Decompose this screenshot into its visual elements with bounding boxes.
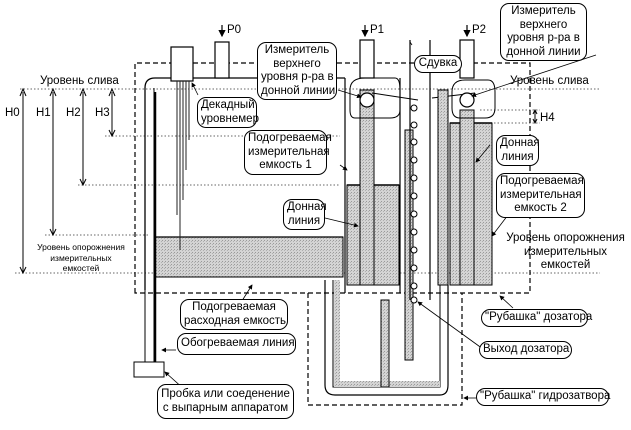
supply-tank-liquid [154, 236, 344, 278]
upper-meter-2-float [459, 92, 475, 108]
callout-dispenser-jacket: "Рубашка" дозатора [481, 309, 592, 327]
dispenser-column [371, 40, 476, 304]
bottom-line-1 [359, 89, 375, 286]
h2-label: H2 [66, 107, 81, 119]
decade-gauge-line-2: уровнемер [201, 112, 259, 125]
h0-label: H0 [5, 107, 20, 119]
h3-label: H3 [95, 107, 110, 119]
h1-label: H1 [36, 107, 51, 119]
heated-tank-2-line-1: Подогреваемая [500, 175, 584, 187]
heated-tank-1-line-2: измерительная [248, 145, 330, 158]
upper-meter-1-line-1: Измеритель [264, 44, 330, 56]
callout-decade-gauge: Декадный уровнемер [197, 97, 259, 128]
leader-lines [161, 41, 597, 401]
supply-tank-line-2: расходная емкость [184, 314, 287, 327]
bottom-line-1-line-1: Донная [287, 201, 327, 213]
empty-level-label-left: Уровень опорожнения измерительных емкост… [26, 242, 136, 274]
callout-heated-measuring-tank-2: Подогреваемая измерительная емкость 2 [496, 173, 585, 218]
p2-nozzle [459, 39, 475, 79]
upper-meter-2-line-1: Измеритель [511, 5, 576, 17]
measuring-tank-1 [344, 39, 414, 361]
callout-seal-jacket: "Рубашка" гидрозатвора [476, 388, 610, 406]
upper-meter-1-line-4: донной линии [261, 84, 336, 97]
heated-tank-1-line-1: Подогреваемая [248, 132, 332, 144]
callout-plug-connection: Пробка или соеденение с выпарным аппарат… [157, 384, 294, 419]
jackets [134, 62, 531, 406]
upper-meter-1-line-3: уровня р-ра в [261, 71, 334, 83]
empty-level-label-right: Уровень опорожнения измерительных емкост… [503, 232, 628, 273]
p1-nozzle [359, 39, 375, 79]
dispenser-jacket-outline [134, 62, 531, 294]
heated-tank-1-line-3: емкость 1 [259, 159, 312, 171]
supply-tank [133, 41, 345, 378]
empty-level-right-line-1: Уровень опорожнения [506, 232, 625, 244]
supply-tank-line-1: Подогреваемая [192, 301, 276, 313]
decade-gauge-line-1: Декадный [201, 99, 255, 111]
upper-meter-1-float [359, 92, 375, 108]
bottom-line-2-line-2: линия [501, 150, 534, 163]
callout-blowoff: Сдувка [414, 55, 462, 73]
decade-gauge-rods [176, 81, 190, 250]
bottom-line-2 [459, 109, 475, 286]
callout-dispenser-outlet: Выход дозатора [479, 341, 572, 359]
bottom-line-1-line-2: линия [287, 214, 321, 227]
p0-label: P0 [227, 24, 241, 36]
heated-tank-2-line-2: измерительная [500, 188, 582, 201]
empty-level-right-line-3: емкостей [540, 259, 591, 271]
callout-heated-measuring-tank-1: Подогреваемая измерительная емкость 1 [244, 130, 332, 175]
drain-level-label-right: Уровень слива [510, 75, 589, 87]
h4-label: H4 [540, 112, 555, 124]
upper-meter-2-line-2: верхнего [519, 18, 568, 31]
decade-gauge-head [170, 46, 194, 82]
upper-meter-2-line-3: уровня р-ра в [507, 32, 580, 44]
empty-level-left-line-1: Уровень опорожнения [37, 242, 125, 252]
plug-line-1: Пробка или соеденение [161, 388, 290, 400]
measuring-tank-2 [437, 39, 496, 286]
p2-label: P2 [472, 24, 486, 36]
plug-line-2: с выпарным аппаратом [162, 401, 289, 414]
p0-nozzle [214, 41, 230, 79]
heated-tank-2-line-3: емкость 2 [514, 202, 567, 214]
callout-upper-meter-2: Измеритель верхнего уровня р-ра в донной… [500, 3, 587, 61]
pressure-arrows [218, 25, 471, 38]
callout-bottom-line-1: Донная линия [283, 199, 327, 230]
callout-bottom-line-2: Донная линия [496, 135, 540, 166]
seal-jacket-outline [307, 293, 463, 406]
callout-heated-line: Обогреваемая линия [177, 333, 296, 355]
dispenser-drops [410, 104, 418, 304]
empty-level-left-line-3: емкостей [62, 263, 100, 273]
callout-heated-supply-tank: Подогреваемая расходная емкость [180, 299, 288, 330]
plug-box [133, 361, 165, 378]
upper-meter-2-line-4: донной линии [506, 45, 581, 58]
empty-level-left-line-2: измерительных [50, 252, 112, 263]
hydraulic-seal [324, 280, 449, 396]
empty-level-right-line-2: измерительных [523, 245, 608, 258]
upper-meter-1-line-2: верхнего [273, 57, 321, 70]
callout-upper-meter-1: Измеритель верхнего уровня р-ра в донной… [257, 42, 337, 100]
dimension-arrows [19, 87, 538, 275]
bottom-line-2-line-1: Донная [500, 137, 540, 149]
drain-level-label-left: Уровень слива [40, 75, 119, 87]
p1-label: P1 [370, 24, 384, 36]
